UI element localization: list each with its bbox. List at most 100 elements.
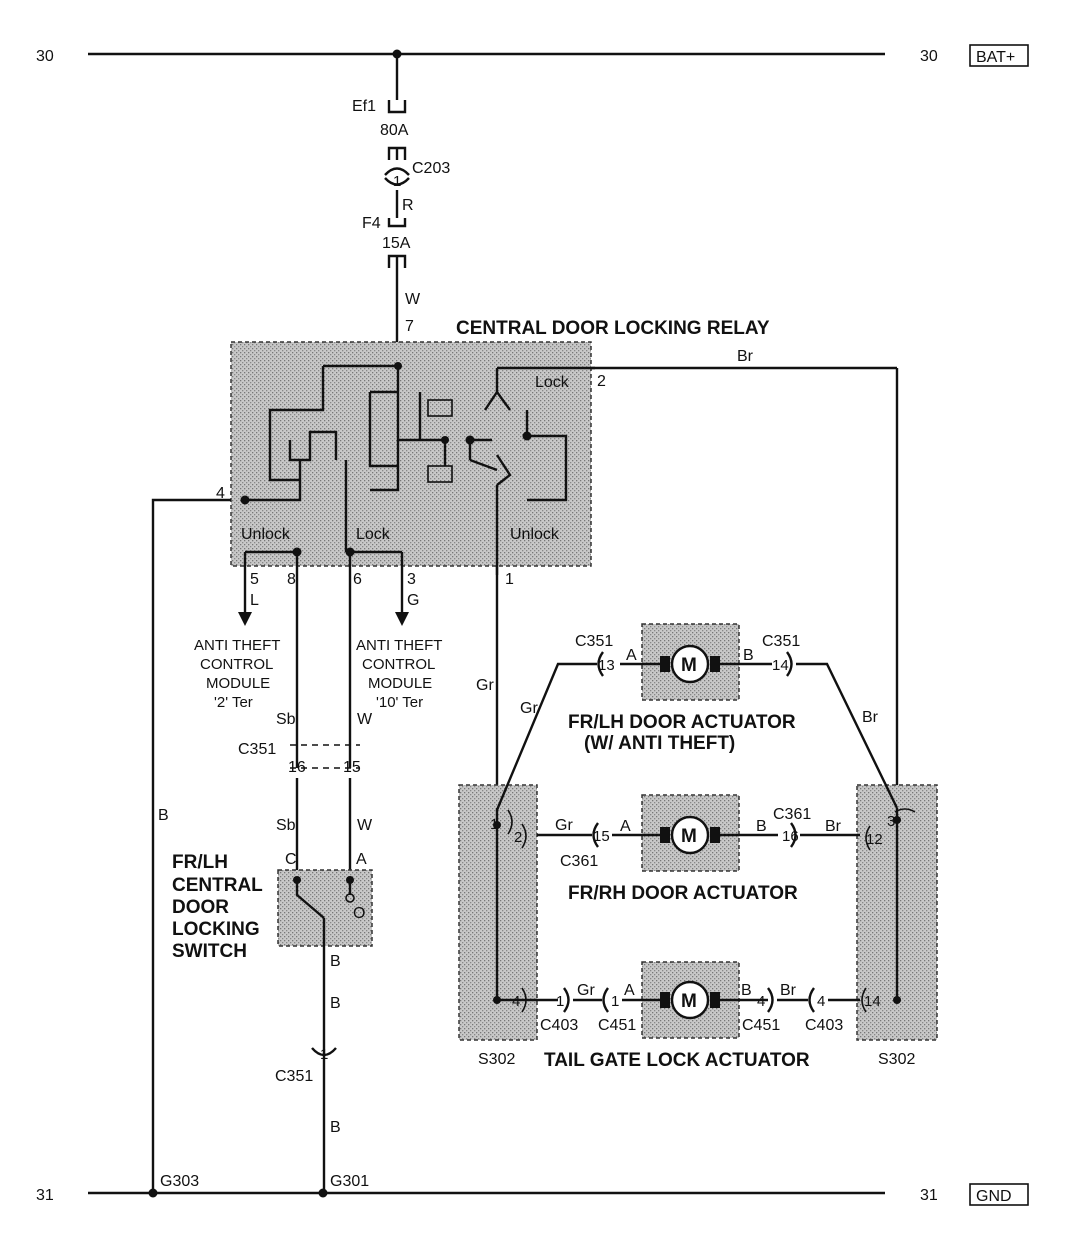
splice-s302-right: 3 12 14 S302 bbox=[856, 784, 938, 1068]
relay-pin4: 4 bbox=[216, 485, 225, 502]
g301-label: G301 bbox=[330, 1173, 369, 1190]
gr-feed-wire: 1 Gr bbox=[476, 566, 514, 808]
tail-c451-right: C451 bbox=[742, 1017, 780, 1034]
c351-pin15: 15 bbox=[343, 759, 361, 776]
fr-lh-pin13: 13 bbox=[598, 657, 615, 674]
fr-lh-motor: M bbox=[681, 655, 697, 676]
wire-w-lower: W bbox=[357, 817, 373, 834]
c351-low-pin: 1 bbox=[320, 1046, 328, 1063]
splice-left-label: S302 bbox=[478, 1051, 515, 1068]
fr-rh-wire-b: B bbox=[756, 818, 767, 835]
fr-rh-wire-a: A bbox=[620, 818, 631, 835]
fr-rh-pin15: 15 bbox=[593, 828, 610, 845]
relay-pin1: 1 bbox=[505, 571, 514, 588]
splice-s302-left: 1 2 4 S302 bbox=[458, 784, 538, 1068]
atcm-left-line1: ANTI THEFT bbox=[194, 637, 280, 654]
atcm-right-line4: '10' Ter bbox=[376, 694, 423, 711]
wire-b-switch-2: B bbox=[330, 995, 341, 1012]
central-door-locking-relay: CENTRAL DOOR LOCKING RELAY 4 Lock 2 bbox=[151, 318, 770, 1193]
fr-lh-title-2: (W/ ANTI THEFT) bbox=[584, 733, 735, 754]
wire-sb-lower: Sb bbox=[276, 817, 296, 834]
switch-feed-wires: 8 Sb 6 W C351 16 15 Sb W C A bbox=[238, 552, 373, 872]
relay-pin8: 8 bbox=[287, 571, 296, 588]
wire-b-switch-1: B bbox=[330, 953, 341, 970]
g303-label: G303 bbox=[160, 1173, 199, 1190]
tail-wire-gr: Gr bbox=[577, 982, 595, 999]
wire-br-top: Br bbox=[737, 348, 754, 365]
wire-br-diagonal: Br bbox=[862, 709, 879, 726]
wire-r-label: R bbox=[402, 197, 414, 214]
relay-pin6: 6 bbox=[353, 571, 362, 588]
splice-right-label: S302 bbox=[878, 1051, 915, 1068]
atcm-left-line3: MODULE bbox=[206, 675, 270, 692]
central-door-locking-switch: O FR/LH CENTRAL DOOR LOCKING SWITCH B B … bbox=[172, 852, 373, 1190]
c351-low-label: C351 bbox=[275, 1068, 313, 1085]
splice-right-pin3: 3 bbox=[887, 813, 895, 830]
wire-g-label: G bbox=[407, 592, 419, 609]
c351-mid-label: C351 bbox=[238, 741, 276, 758]
switch-title-5: SWITCH bbox=[172, 941, 247, 962]
fr-rh-wire-br: Br bbox=[825, 818, 842, 835]
relay-lock-right: Lock bbox=[535, 374, 570, 391]
relay-unlock-right: Unlock bbox=[510, 526, 560, 543]
switch-title-3: DOOR bbox=[172, 897, 229, 918]
bat-plus-tag: BAT+ bbox=[976, 49, 1015, 66]
tail-gate-lock-actuator: 1 C403 Gr 1 C451 A M B 4 C451 Br 4 C403 … bbox=[497, 961, 860, 1071]
fr-rh-conn-left: C361 bbox=[560, 853, 598, 870]
atcm-right-line2: CONTROL bbox=[362, 656, 435, 673]
wire-b-switch-3: B bbox=[330, 1119, 341, 1136]
wire-sb-upper: Sb bbox=[276, 711, 296, 728]
ground-rail: 31 31 GND G303 G301 bbox=[36, 1173, 1029, 1206]
wire-b-left: B bbox=[158, 807, 169, 824]
rail-30-left: 30 bbox=[36, 48, 54, 65]
relay-lock-mid: Lock bbox=[356, 526, 391, 543]
fr-lh-wire-a: A bbox=[626, 647, 637, 664]
c203-label: C203 bbox=[412, 160, 450, 177]
relay-title: CENTRAL DOOR LOCKING RELAY bbox=[456, 318, 770, 339]
atcm-left-line4: '2' Ter bbox=[214, 694, 253, 711]
tail-title: TAIL GATE LOCK ACTUATOR bbox=[544, 1050, 810, 1071]
atcm-right-line3: MODULE bbox=[368, 675, 432, 692]
atcm-left-line2: CONTROL bbox=[200, 656, 273, 673]
fr-lh-conn-left: C351 bbox=[575, 633, 613, 650]
splice-right-pin12: 12 bbox=[866, 831, 883, 848]
splice-left-pin2: 2 bbox=[514, 829, 522, 846]
wire-l-label: L bbox=[250, 592, 259, 609]
atcm-right-line1: ANTI THEFT bbox=[356, 637, 442, 654]
gnd-tag: GND bbox=[976, 1188, 1012, 1205]
switch-pin-a: A bbox=[356, 851, 367, 868]
battery-rail: 30 30 BAT+ bbox=[36, 44, 1029, 67]
fr-lh-pin14: 14 bbox=[772, 657, 789, 674]
relay-pin7: 7 bbox=[405, 318, 414, 335]
fr-rh-motor: M bbox=[681, 826, 697, 847]
wire-gr-vertical: Gr bbox=[476, 677, 494, 694]
tail-motor: M bbox=[681, 991, 697, 1012]
switch-pin-c: C bbox=[285, 851, 297, 868]
fr-rh-pin16: 16 bbox=[782, 828, 799, 845]
ef1-rating: 80A bbox=[380, 122, 409, 139]
relay-pin2: 2 bbox=[597, 373, 606, 390]
fuse-chain: Ef1 80A 1 C203 R F4 15A W 7 bbox=[352, 54, 450, 366]
relay-unlock-left: Unlock bbox=[241, 526, 291, 543]
br-feed-wire: Br bbox=[591, 348, 899, 820]
switch-title-2: CENTRAL bbox=[172, 875, 263, 896]
f4-label: F4 bbox=[362, 215, 381, 232]
tail-c403-left: C403 bbox=[540, 1017, 578, 1034]
tail-c451-right-pin: 4 bbox=[757, 993, 765, 1010]
fr-rh-conn-right: C361 bbox=[773, 806, 811, 823]
relay-pin5: 5 bbox=[250, 571, 259, 588]
splice-left-pin4: 4 bbox=[512, 993, 520, 1010]
switch-o: O bbox=[353, 905, 365, 922]
tail-c403-right: C403 bbox=[805, 1017, 843, 1034]
c351-pin16: 16 bbox=[288, 759, 306, 776]
f4-rating: 15A bbox=[382, 235, 411, 252]
relay-pin3: 3 bbox=[407, 571, 416, 588]
rail-31-right: 31 bbox=[920, 1187, 938, 1204]
fr-lh-door-actuator: Gr 13 C351 A M B 14 C351 Br FR/LH DOOR A… bbox=[495, 623, 899, 811]
tail-c403-left-pin: 1 bbox=[556, 993, 564, 1010]
switch-title-1: FR/LH bbox=[172, 852, 228, 873]
tail-c451-left-pin: 1 bbox=[611, 993, 619, 1010]
c203-pin: 1 bbox=[393, 173, 401, 190]
tail-c403-right-pin: 4 bbox=[817, 993, 825, 1010]
